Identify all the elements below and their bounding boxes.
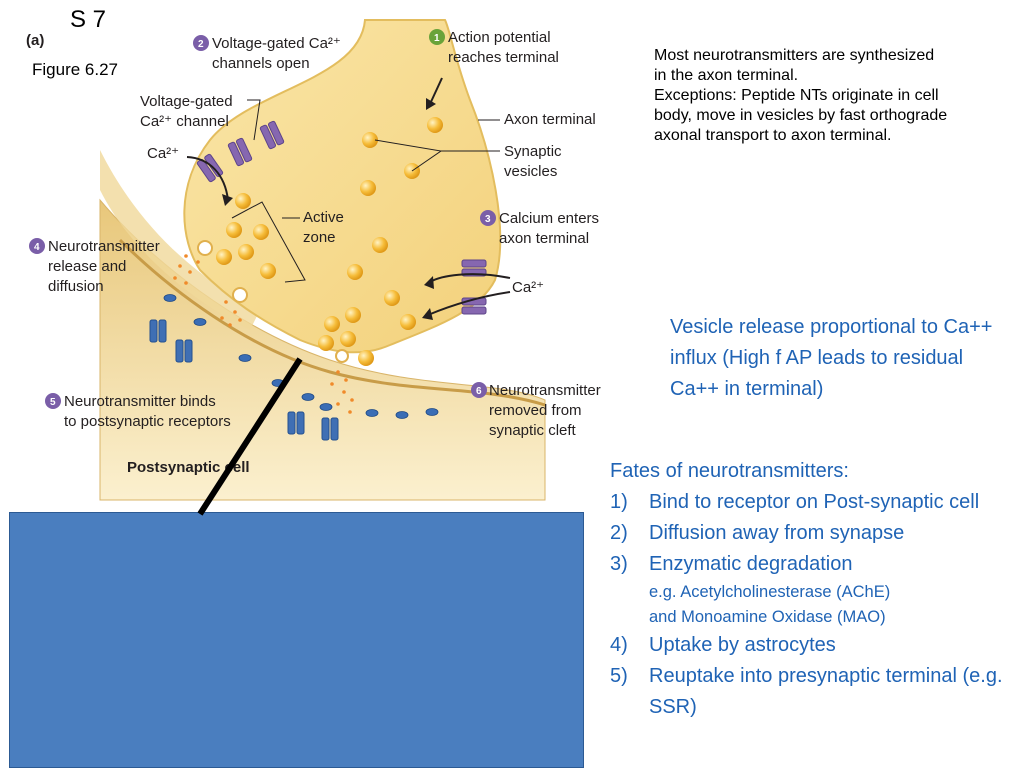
step-badges bbox=[29, 29, 496, 409]
list-item-number: 2) bbox=[610, 522, 628, 544]
fates-list: 1) Bind to receptor on Post-synaptic cell… bbox=[610, 487, 1020, 723]
intro-line: Most neurotransmitters are synthesized bbox=[654, 47, 935, 64]
list-item-text: Reuptake into presynaptic terminal (e.g.… bbox=[649, 665, 1003, 718]
leader-lines bbox=[231, 99, 500, 283]
list-item: 4) Uptake by astrocytes bbox=[610, 630, 1020, 661]
list-item-subtext: and Monoamine Oxidase (MAO) bbox=[649, 608, 886, 626]
step-2-line1: Voltage-gated Ca²⁺ bbox=[212, 35, 341, 52]
step-4-line3: diffusion bbox=[48, 278, 104, 295]
step-1-line1: Action potential bbox=[448, 29, 551, 46]
step-4-line1: Neurotransmitter bbox=[48, 238, 160, 255]
step-6-line2: removed from bbox=[489, 402, 582, 419]
step-4-line2: release and bbox=[48, 258, 126, 275]
arrow-heads bbox=[222, 98, 436, 320]
fusion-pores bbox=[197, 240, 349, 363]
synaptic-vesicles-label-line2: vesicles bbox=[504, 163, 557, 180]
voltage-gated-ca-channels bbox=[196, 120, 487, 315]
panel-label: (a) bbox=[26, 32, 44, 49]
list-item-number: 3) bbox=[610, 553, 628, 575]
step-1-line2: reaches terminal bbox=[448, 49, 559, 66]
intro-line: axonal transport to axon terminal. bbox=[654, 127, 892, 144]
process-arrows bbox=[186, 77, 511, 316]
list-item-number: 4) bbox=[610, 634, 628, 656]
list-item-text: Enzymatic degradation bbox=[649, 553, 853, 575]
step-3-line1: Calcium enters bbox=[499, 210, 599, 227]
list-item-text: Diffusion away from synapse bbox=[649, 522, 905, 544]
vg-channel-label-line2: Ca²⁺ channel bbox=[140, 113, 229, 130]
glial-layer bbox=[100, 150, 260, 330]
ca-label-right: Ca²⁺ bbox=[512, 279, 544, 296]
figure-label: Figure 6.27 bbox=[32, 60, 118, 79]
step-5-line1: Neurotransmitter binds bbox=[64, 393, 216, 410]
postsynaptic-cell-label: Postsynaptic cell bbox=[127, 459, 250, 476]
synaptic-vesicles-label-line1: Synaptic bbox=[504, 143, 562, 160]
step-2-number: 2 bbox=[198, 39, 204, 50]
list-item-text: Bind to receptor on Post-synaptic cell bbox=[649, 491, 980, 513]
list-item-subtext: e.g. Acetylcholinesterase (AChE) bbox=[649, 583, 891, 601]
step-6-line3: synaptic cleft bbox=[489, 422, 577, 439]
intro-line: in the axon terminal. bbox=[654, 67, 799, 84]
intro-line: Exceptions: Peptide NTs originate in cel… bbox=[654, 87, 939, 104]
step-3-line2: axon terminal bbox=[499, 230, 589, 247]
overlay-box bbox=[9, 512, 584, 768]
vg-channel-label-line1: Voltage-gated bbox=[140, 93, 233, 110]
list-item: 1) Bind to receptor on Post-synaptic cell bbox=[610, 487, 1020, 518]
slide-number-label: S 7 bbox=[70, 6, 107, 33]
step-5-number: 5 bbox=[50, 397, 56, 408]
step-5-line2: to postsynaptic receptors bbox=[64, 413, 231, 430]
step-4-number: 4 bbox=[34, 242, 40, 253]
list-item-number: 5) bbox=[610, 665, 628, 687]
intro-line: body, move in vesicles by fast orthograd… bbox=[654, 107, 948, 124]
ca-label-left: Ca²⁺ bbox=[147, 145, 179, 162]
list-item-text: Uptake by astrocytes bbox=[649, 634, 836, 656]
step-6-line1: Neurotransmitter bbox=[489, 382, 601, 399]
step-2-line2: channels open bbox=[212, 55, 310, 72]
axon-terminal-label: Axon terminal bbox=[504, 111, 596, 128]
step-1-number: 1 bbox=[434, 33, 440, 44]
intro-text-block: Most neurotransmitters are synthesized i… bbox=[654, 46, 1024, 146]
active-zone-label-line2: zone bbox=[303, 229, 336, 246]
step-6-number: 6 bbox=[476, 386, 482, 397]
synapse-diagram: 1 2 3 4 5 6 (a) Action potential reaches… bbox=[26, 19, 601, 501]
fates-of-neurotransmitters: Fates of neurotransmitters: 1) Bind to re… bbox=[610, 456, 1020, 723]
fates-title: Fates of neurotransmitters: bbox=[610, 460, 849, 482]
list-item-number: 1) bbox=[610, 491, 628, 513]
list-item: 5) Reuptake into presynaptic terminal (e.… bbox=[610, 661, 1020, 723]
step-3-number: 3 bbox=[485, 214, 491, 225]
list-item: 2) Diffusion away from synapse bbox=[610, 518, 1020, 549]
neurotransmitter-molecules bbox=[173, 254, 354, 414]
active-zone-label-line1: Active bbox=[303, 209, 344, 226]
vesicle-release-note: Vesicle release proportional to Ca++ inf… bbox=[670, 316, 993, 400]
list-item: 3) Enzymatic degradation e.g. Acetylcholi… bbox=[610, 549, 1020, 630]
